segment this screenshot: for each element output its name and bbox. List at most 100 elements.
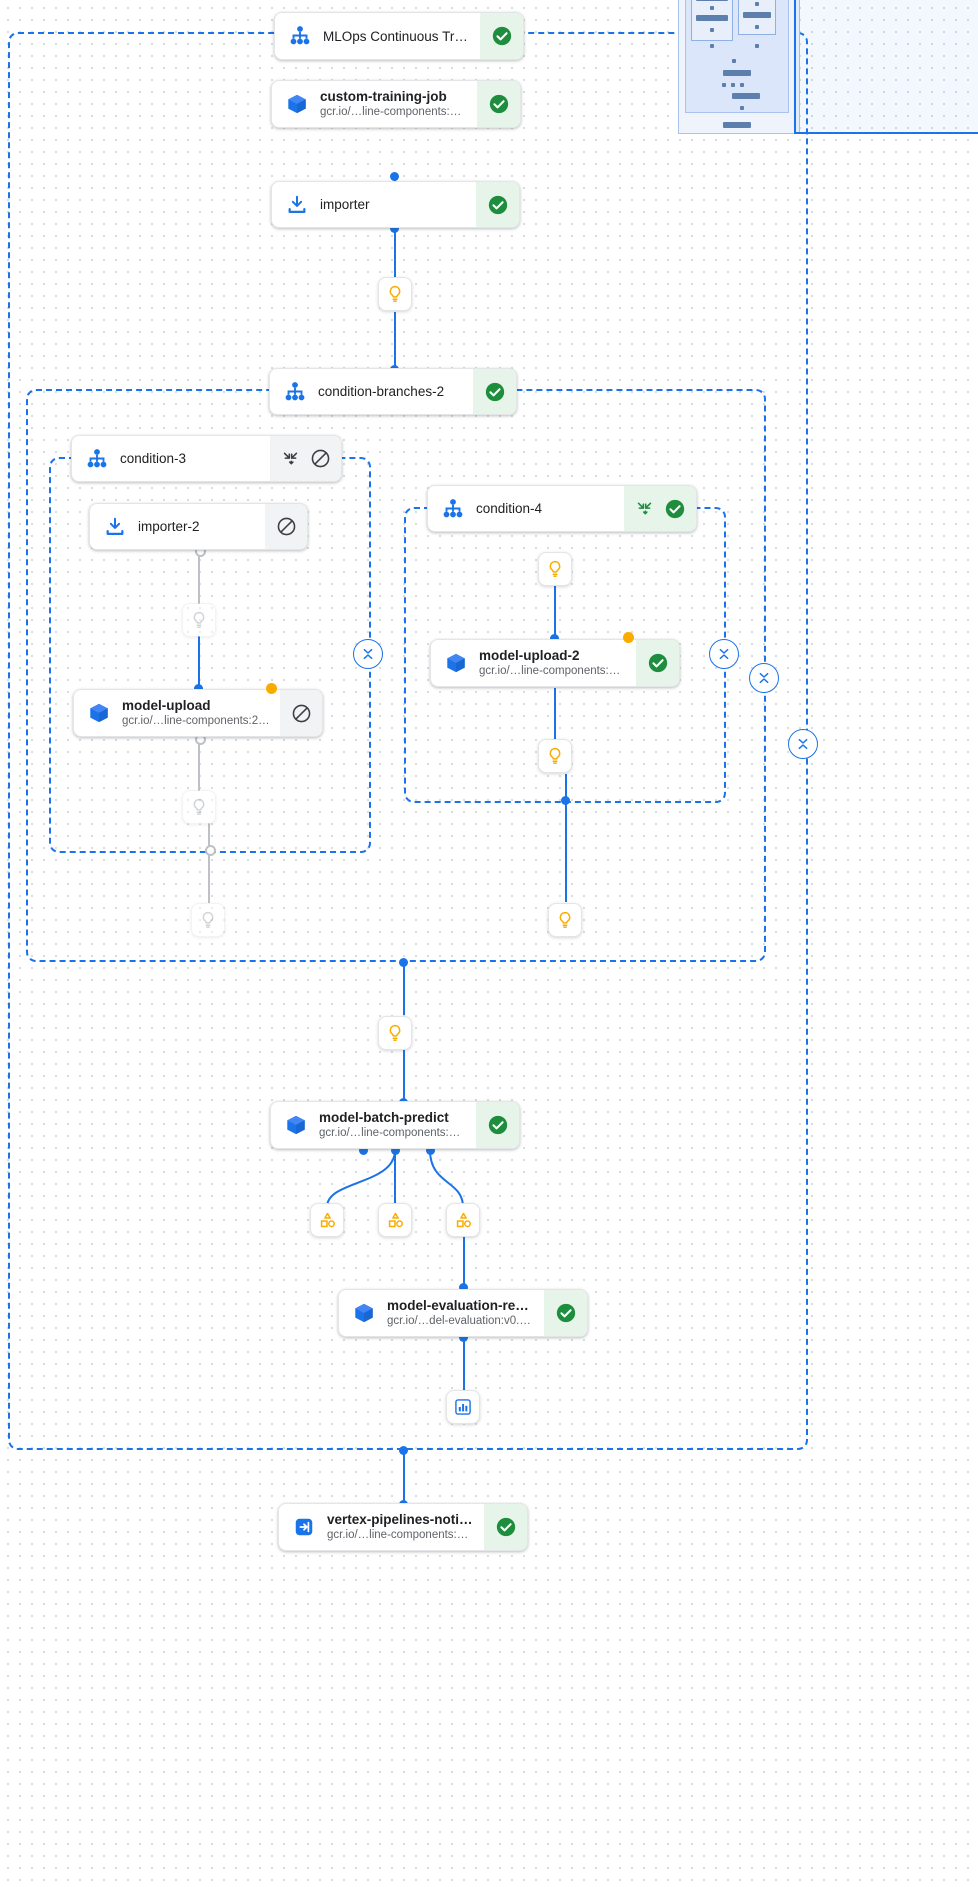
metrics-chart-icon <box>455 1399 471 1415</box>
node-title: vertex-pipelines-notificat… <box>327 1512 474 1527</box>
container-cube-icon <box>443 650 469 676</box>
minimap-node <box>696 0 728 1</box>
chip-parameter-bulb[interactable] <box>538 739 572 773</box>
check-circle-icon <box>484 381 506 403</box>
node-text: condition-4 <box>476 500 614 517</box>
status-badge-succeeded[interactable] <box>476 1102 519 1148</box>
node-importer-2[interactable]: importer-2 <box>89 503 308 550</box>
node-title: condition-branches-2 <box>318 384 445 399</box>
node-text: MLOps Continuous Traini… <box>323 28 470 45</box>
edge-dot <box>391 1146 400 1155</box>
parameter-bulb-icon <box>193 611 205 628</box>
chip-metrics-chart[interactable] <box>446 1390 480 1424</box>
edge-dot <box>426 1146 435 1155</box>
collapse-toggle-condition-4[interactable] <box>709 639 739 669</box>
node-vertex-pipelines-notification[interactable]: vertex-pipelines-notificat… gcr.io/…line… <box>278 1503 528 1551</box>
chip-artifact-shapes[interactable] <box>378 1203 412 1237</box>
artifact-shapes-icon <box>456 1212 471 1227</box>
edge-dot-hollow <box>205 845 216 856</box>
minimap-node <box>755 25 759 29</box>
node-text: model-evaluation-regres… gcr.io/…del-eva… <box>387 1297 534 1329</box>
chip-artifact-shapes[interactable] <box>446 1203 480 1237</box>
node-importer[interactable]: importer <box>271 181 520 228</box>
minimap-node <box>696 15 728 21</box>
node-subtitle: gcr.io/…line-components:2.6.0 <box>320 106 467 118</box>
pipeline-graph-icon <box>84 446 110 472</box>
status-badge-succeeded[interactable] <box>636 640 679 686</box>
status-badge-skipped[interactable] <box>270 436 341 481</box>
edge-dot <box>194 684 203 693</box>
node-title: importer-2 <box>138 519 200 534</box>
collapse-toggle-condition-3[interactable] <box>353 639 383 669</box>
artifact-output-dot <box>623 632 634 643</box>
chip-parameter-bulb[interactable] <box>538 552 572 586</box>
edge-param-to-model-upload <box>198 636 200 688</box>
node-body: condition-branches-2 <box>270 369 473 414</box>
status-badge-succeeded[interactable] <box>624 486 696 531</box>
edge-dot <box>459 1333 468 1342</box>
node-title: model-upload-2 <box>479 648 580 663</box>
status-badge-succeeded[interactable] <box>476 182 519 227</box>
expand-collapse-icon <box>363 648 373 660</box>
node-model-evaluation-regression[interactable]: model-evaluation-regres… gcr.io/…del-eva… <box>338 1289 588 1337</box>
node-pipeline-root[interactable]: MLOps Continuous Traini… <box>274 12 524 60</box>
edge-dot <box>359 1146 368 1155</box>
node-model-upload-2[interactable]: model-upload-2 gcr.io/…line-components:2… <box>430 639 680 687</box>
chip-parameter-bulb[interactable] <box>548 903 582 937</box>
node-model-batch-predict[interactable]: model-batch-predict gcr.io/…line-compone… <box>270 1101 520 1149</box>
minimap-node <box>722 83 726 87</box>
node-body: model-batch-predict gcr.io/…line-compone… <box>271 1102 476 1148</box>
minimap-node <box>755 2 759 6</box>
node-text: condition-3 <box>120 450 260 467</box>
collapse-toggle-branches[interactable] <box>749 663 779 693</box>
skip-circle-icon <box>276 516 297 537</box>
edge-evaluation-to-metrics <box>463 1337 465 1390</box>
status-badge-succeeded[interactable] <box>473 369 516 414</box>
node-title: model-batch-predict <box>319 1110 449 1125</box>
check-circle-icon <box>488 93 510 115</box>
chip-parameter-bulb[interactable] <box>378 277 412 311</box>
edge-branches-to-param <box>403 962 405 1015</box>
node-subtitle: gcr.io/…line-components:2.6.0 <box>319 1127 466 1139</box>
status-badge-skipped[interactable] <box>265 504 307 549</box>
node-model-upload[interactable]: model-upload gcr.io/…line-components:2.6… <box>73 689 323 737</box>
edge-param-to-model-upload-2 <box>554 586 556 638</box>
minimap-node <box>710 6 714 10</box>
status-badge-succeeded[interactable] <box>480 13 523 59</box>
edge-dot <box>550 634 559 643</box>
node-body: importer-2 <box>90 504 265 549</box>
node-title: model-evaluation-regres… <box>387 1298 534 1313</box>
chip-parameter-bulb[interactable] <box>378 1016 412 1050</box>
node-custom-training-job[interactable]: custom-training-job gcr.io/…line-compone… <box>271 80 521 128</box>
node-subtitle: gcr.io/…line-components:2.6.0 <box>122 715 270 727</box>
status-badge-succeeded[interactable] <box>544 1290 587 1336</box>
node-body: model-evaluation-regres… gcr.io/…del-eva… <box>339 1290 544 1336</box>
node-body: model-upload gcr.io/…line-components:2.6… <box>74 690 280 736</box>
node-condition-3[interactable]: condition-3 <box>71 435 342 482</box>
edge-param-out-condition-3 <box>208 823 210 903</box>
edge-param-to-branches <box>394 312 396 370</box>
chip-parameter-bulb[interactable] <box>182 603 216 637</box>
graph-minimap[interactable] <box>678 0 800 134</box>
artifact-shapes-icon <box>320 1212 335 1227</box>
artifact-output-dot <box>266 683 277 694</box>
node-text: vertex-pipelines-notificat… gcr.io/…line… <box>327 1511 474 1543</box>
node-condition-4[interactable]: condition-4 <box>427 485 697 532</box>
node-condition-branches-2[interactable]: condition-branches-2 <box>269 368 517 415</box>
status-badge-succeeded[interactable] <box>484 1504 527 1550</box>
node-text: custom-training-job gcr.io/…line-compone… <box>320 88 467 120</box>
minimap-viewport[interactable] <box>794 0 978 134</box>
status-badge-skipped[interactable] <box>280 690 322 736</box>
chip-artifact-shapes[interactable] <box>310 1203 344 1237</box>
check-circle-icon <box>555 1302 577 1324</box>
collapse-toggle-root[interactable] <box>788 729 818 759</box>
container-cube-icon <box>283 1112 309 1138</box>
chip-parameter-bulb[interactable] <box>182 790 216 824</box>
node-subtitle: gcr.io/…del-evaluation:v0.9.3 <box>387 1315 534 1327</box>
node-text: importer <box>320 196 466 213</box>
status-badge-succeeded[interactable] <box>477 81 520 127</box>
parameter-bulb-icon <box>193 798 205 815</box>
chip-parameter-bulb[interactable] <box>191 903 225 937</box>
edge-importer2-to-param <box>198 549 200 604</box>
